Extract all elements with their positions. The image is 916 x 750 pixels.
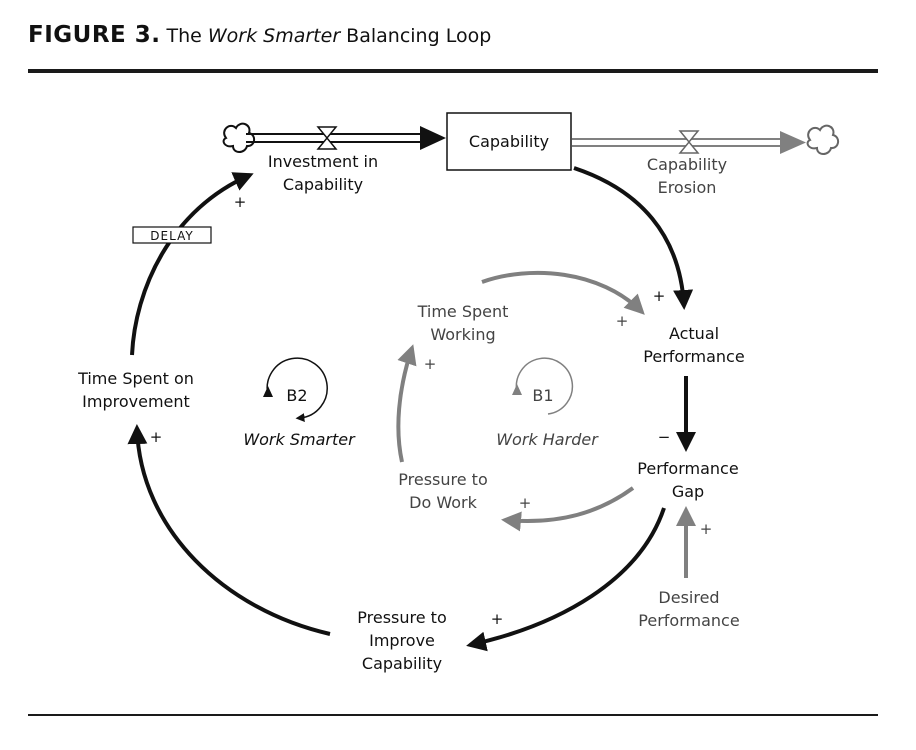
erosion-label-line1: Capability [647,155,727,174]
loop-b2-arrow-icon [266,357,328,423]
sign-investment: + [234,193,247,211]
sign-actual-from-capability: + [653,287,666,305]
capability-stock [446,112,572,171]
caption-italic: Work Smarter [207,25,341,47]
actual-label-line2: Performance [643,347,744,366]
loop-b2-name: Work Smarter [243,430,356,449]
loop-b1-name: Work Harder [496,430,599,449]
caption-pre: The [166,25,208,47]
actual-label-line1: Actual [669,324,719,343]
loop-b1-arrow-icon [515,357,574,415]
top-rule [28,69,878,73]
gap-label-line1: Performance [637,459,738,478]
erosion-label-line2: Erosion [658,178,717,197]
loop-b1: B1 Work Harder [496,357,599,449]
source-cloud-icon [222,122,255,153]
pressure-work-label-line1: Pressure to [398,470,487,489]
sign-time-improve: + [150,428,163,446]
loop-b2: B2 Work Smarter [243,357,356,449]
link-pressure-improve-to-time-improve [127,424,331,636]
sign-gap-from-desired: + [700,520,713,538]
pressure-improve-label-line3: Capability [362,654,442,673]
outflow-valve-icon [678,130,700,154]
sign-actual-from-working: + [616,312,629,330]
time-improve-label-line1: Time Spent on [77,369,194,388]
link-pressure-work-to-time-working [396,344,417,463]
delay-label: DELAY [150,229,193,243]
gap-label-line2: Gap [672,482,704,501]
sign-gap-from-actual: − [658,428,671,446]
caption-post: Balancing Loop [340,25,492,47]
desired-label-line2: Performance [638,611,739,630]
pressure-work-label-line2: Do Work [409,493,477,512]
sink-cloud-icon [806,124,839,155]
figure-caption: The Work Smarter Balancing Loop [167,25,492,47]
outflow-arrowhead-icon [780,131,806,154]
link-capability-to-actual [573,166,694,310]
inflow-pipe [222,122,446,153]
time-working-label-line2: Working [430,325,495,344]
capability-label: Capability [469,132,549,151]
outflow-pipe [572,124,839,155]
investment-label-line2: Capability [283,175,363,194]
sign-pressure-work: + [519,494,532,512]
loop-b2-id: B2 [286,386,307,405]
pressure-improve-label-line2: Improve [369,631,435,650]
time-improve-label-line2: Improvement [82,392,190,411]
sign-pressure-improve: + [491,610,504,628]
link-time-working-to-actual [481,270,645,315]
figure-label: FIGURE 3. [28,22,161,48]
link-gap-to-pressure-work [501,486,635,532]
investment-label-line1: Investment in [268,152,378,171]
inflow-arrowhead-icon [420,126,446,150]
pressure-improve-label-line1: Pressure to [357,608,446,627]
inflow-valve-icon [316,126,338,150]
sign-time-working: + [424,355,437,373]
figure-header: FIGURE 3.The Work Smarter Balancing Loop [28,22,491,48]
bottom-rule [28,714,878,716]
time-working-label-line1: Time Spent [417,302,509,321]
delay-box [132,226,212,244]
link-gap-to-pressure-improve [466,507,666,652]
loop-b1-id: B1 [532,386,553,405]
desired-label-line1: Desired [658,588,719,607]
link-time-improve-to-investment [130,172,254,356]
